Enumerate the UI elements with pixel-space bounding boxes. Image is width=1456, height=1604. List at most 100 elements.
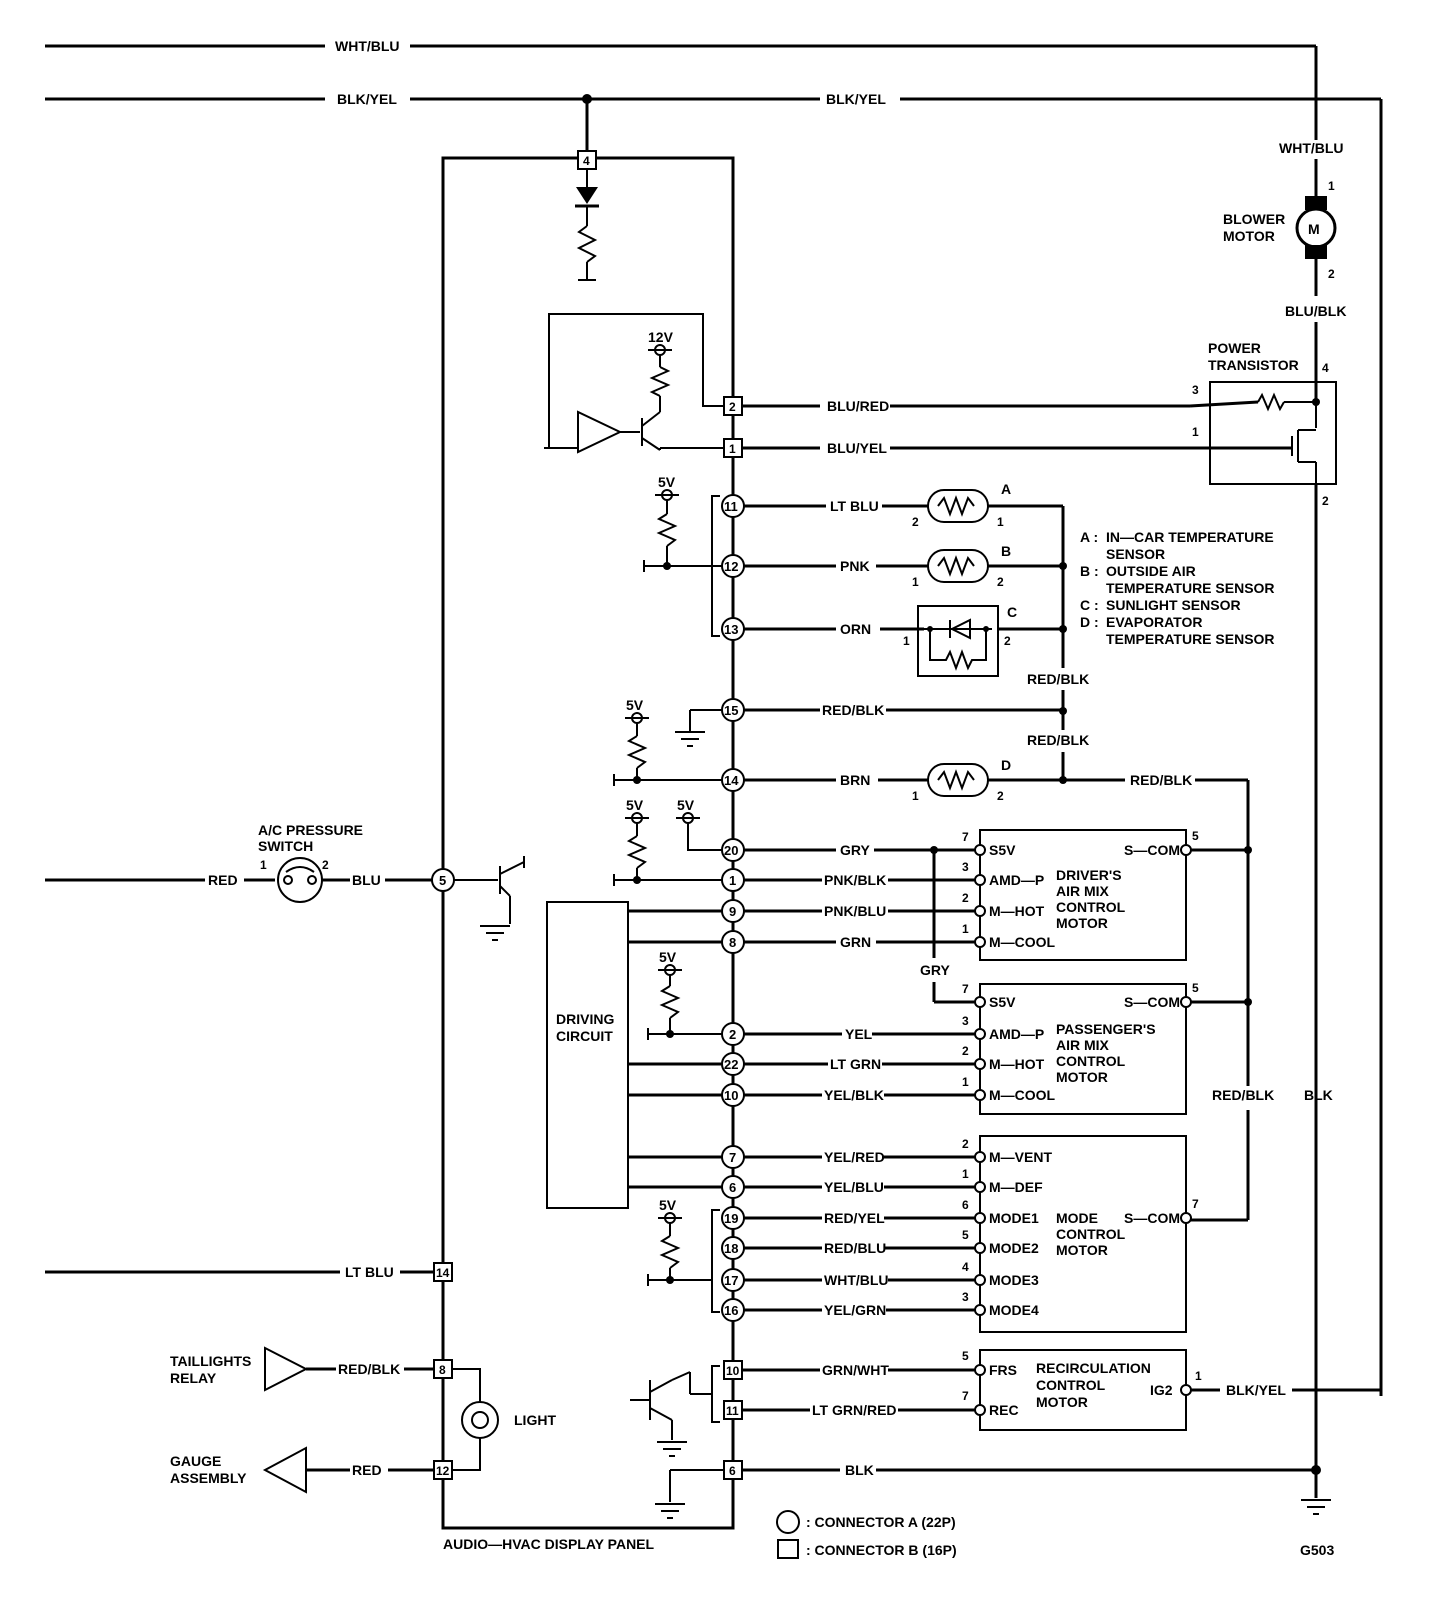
sensor-c-pin-1: 1 bbox=[903, 634, 910, 648]
wire-label-yel-blu: YEL/BLU bbox=[824, 1179, 884, 1195]
ground-return bbox=[654, 1460, 1333, 1519]
wire-label-blu-red: BLU/RED bbox=[827, 398, 889, 414]
recirc-pin-7: 7 bbox=[962, 1389, 969, 1403]
driving-circuit bbox=[546, 901, 629, 1209]
driving-circuit-label-1: DRIVING bbox=[556, 1011, 614, 1027]
mode-pin-5: 5 bbox=[962, 1228, 969, 1242]
conn-a-8: 8 bbox=[729, 935, 736, 950]
supply-12v: 12V bbox=[648, 329, 674, 345]
conn-a-19: 19 bbox=[724, 1211, 738, 1226]
conn-a-16: 16 bbox=[724, 1303, 738, 1318]
sensor-letter-c: C bbox=[1007, 604, 1017, 620]
drv-amd-p: AMD—P bbox=[989, 872, 1044, 888]
wire-label-red-ac: RED bbox=[208, 872, 238, 888]
wire-label-wht-blu-blower: WHT/BLU bbox=[1279, 140, 1344, 156]
ground-pin-15 bbox=[674, 709, 722, 747]
audio-hvac-display-panel bbox=[441, 156, 735, 1530]
wire-label-blk-yel-right: BLK/YEL bbox=[826, 91, 886, 107]
recirc-ig2: IG2 bbox=[1150, 1382, 1173, 1398]
wire-label-yel: YEL bbox=[845, 1026, 873, 1042]
drivers-air-mix-label-4: MOTOR bbox=[1056, 915, 1108, 931]
taillights-relay-label-1: TAILLIGHTS bbox=[170, 1353, 251, 1369]
wire-label-blu-blk: BLU/BLK bbox=[1285, 303, 1346, 319]
wire-label-brn: BRN bbox=[840, 772, 870, 788]
wire-label-lt-grn: LT GRN bbox=[830, 1056, 881, 1072]
ac-pressure-switch-label-2: SWITCH bbox=[258, 838, 313, 854]
conn-b-12: 12 bbox=[436, 1464, 450, 1478]
pas-s-com: S—COM bbox=[1124, 994, 1180, 1010]
connector-legend bbox=[776, 1510, 800, 1559]
mode-control-label-1: MODE bbox=[1056, 1210, 1098, 1226]
sensor-c-pin-2: 2 bbox=[1004, 634, 1011, 648]
driver-bias-resistors bbox=[613, 812, 722, 886]
drv-m-hot: M—HOT bbox=[989, 903, 1045, 919]
pt-pin-4: 4 bbox=[1322, 361, 1329, 375]
mode-mode1: MODE1 bbox=[989, 1210, 1039, 1226]
recirc-output-transistor bbox=[630, 1365, 720, 1457]
mode-mode2: MODE2 bbox=[989, 1240, 1039, 1256]
panel-light bbox=[452, 1368, 499, 1471]
amplifier-circuit bbox=[544, 313, 724, 454]
sensor-letter-d: D bbox=[1001, 757, 1011, 773]
drv-pin-7: 7 bbox=[962, 830, 969, 844]
wire-label-lt-blu-left: LT BLU bbox=[345, 1264, 394, 1280]
wire-label-blk-yel-left: BLK/YEL bbox=[337, 91, 397, 107]
drivers-air-mix-motor bbox=[974, 829, 1252, 961]
conn-a-10: 10 bbox=[724, 1088, 738, 1103]
conn-a-12: 12 bbox=[724, 559, 738, 574]
drv-pin-2: 2 bbox=[962, 891, 969, 905]
legend-c-key: C : bbox=[1080, 597, 1099, 613]
blower-motor-label-1: BLOWER bbox=[1223, 211, 1285, 227]
drv-pin-5: 5 bbox=[1192, 829, 1199, 843]
wire-label-red-blu: RED/BLU bbox=[824, 1240, 886, 1256]
conn-b-11: 11 bbox=[726, 1404, 739, 1418]
driving-circuit-label-2: CIRCUIT bbox=[556, 1028, 613, 1044]
drv-s5v: S5V bbox=[989, 842, 1016, 858]
conn-a-2: 2 bbox=[729, 1027, 736, 1042]
wire-label-pnk-blk: PNK/BLK bbox=[824, 872, 886, 888]
light-label: LIGHT bbox=[514, 1412, 556, 1428]
mode-pin-1: 1 bbox=[962, 1167, 969, 1181]
drv-s-com: S—COM bbox=[1124, 842, 1180, 858]
drv-pin-1: 1 bbox=[962, 922, 969, 936]
sensor-bias-resistor-5v bbox=[643, 489, 733, 637]
wire-label-gry-cross: GRY bbox=[920, 962, 950, 978]
recirc-rec: REC bbox=[989, 1402, 1019, 1418]
sensor-a-pin-2: 2 bbox=[912, 515, 919, 529]
conn-a-14: 14 bbox=[724, 773, 739, 788]
conn-b-14: 14 bbox=[436, 1266, 450, 1280]
gauge-assembly-label-1: GAUGE bbox=[170, 1453, 221, 1469]
wire-label-red-blk-2: RED/BLK bbox=[1027, 732, 1089, 748]
wire-label-yel-red: YEL/RED bbox=[824, 1149, 885, 1165]
blower-motor-label-2: MOTOR bbox=[1223, 228, 1275, 244]
legend-d-line-2: TEMPERATURE SENSOR bbox=[1106, 631, 1275, 647]
sensor-d-pin-2: 2 bbox=[997, 789, 1004, 803]
pt-pin-3: 3 bbox=[1192, 383, 1199, 397]
power-transistor-label-2: TRANSISTOR bbox=[1208, 357, 1299, 373]
pt-pin-2: 2 bbox=[1322, 494, 1329, 508]
pas-pin-2: 2 bbox=[962, 1044, 969, 1058]
drivers-air-mix-label-1: DRIVER'S bbox=[1056, 867, 1122, 883]
pas-pin-3: 3 bbox=[962, 1014, 969, 1028]
pas-pin-1: 1 bbox=[962, 1075, 969, 1089]
mode-pin-2: 2 bbox=[962, 1137, 969, 1151]
connector-b-legend: : CONNECTOR B (16P) bbox=[806, 1542, 957, 1558]
wire-label-grn: GRN bbox=[840, 934, 871, 950]
wire-label-lt-grn-red: LT GRN/RED bbox=[812, 1402, 897, 1418]
wire-label-red-blk-1: RED/BLK bbox=[1027, 671, 1089, 687]
mode-pin-4: 4 bbox=[962, 1260, 969, 1274]
wire-label-pnk-blu: PNK/BLU bbox=[824, 903, 886, 919]
sensor-d-pin-1: 1 bbox=[912, 789, 919, 803]
wire-label-yel-blk: YEL/BLK bbox=[824, 1087, 884, 1103]
legend-d-line-1: EVAPORATOR bbox=[1106, 614, 1202, 630]
diode-resistor-branch bbox=[575, 150, 599, 281]
ground-id: G503 bbox=[1300, 1542, 1334, 1558]
passengers-air-mix-label-3: CONTROL bbox=[1056, 1053, 1126, 1069]
passenger-bias-resistor bbox=[647, 964, 722, 1040]
top-wires bbox=[45, 44, 1383, 1396]
recirc-pin-1: 1 bbox=[1195, 1369, 1202, 1383]
sensor-letter-a: A bbox=[1001, 481, 1011, 497]
supply-5v-mode: 5V bbox=[659, 1197, 677, 1213]
supply-5v-evap: 5V bbox=[626, 697, 644, 713]
gauge-assembly-label-2: ASSEMBLY bbox=[170, 1470, 247, 1486]
